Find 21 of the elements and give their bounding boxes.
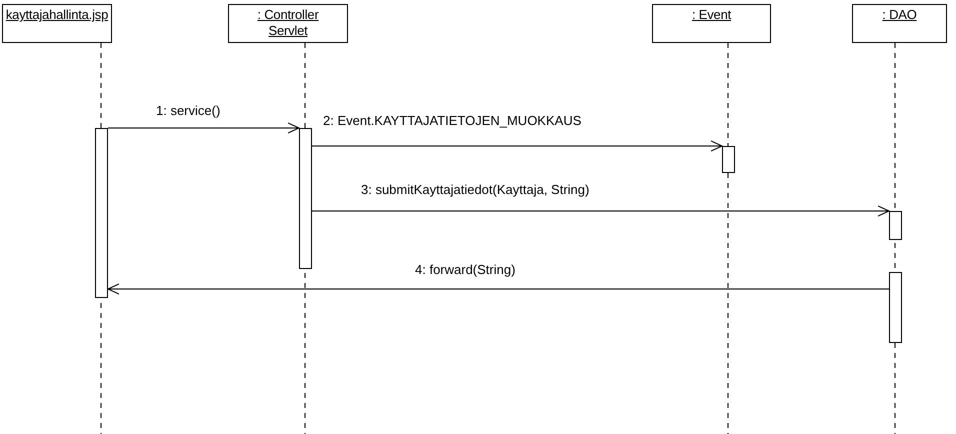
lifeline-head (2, 4, 112, 43)
lifeline-head (652, 4, 771, 43)
message-label: 4: forward(String) (414, 262, 516, 277)
message-arrow (108, 284, 890, 294)
activation-bar (722, 146, 735, 173)
message-label: 1: service() (155, 103, 222, 118)
activation-bar (95, 128, 108, 298)
activation-bar (299, 128, 312, 269)
message-label: 2: Event.KAYTTAJATIETOJEN_MUOKKAUS (322, 113, 582, 128)
message-arrow (312, 140, 722, 152)
message-arrow (108, 122, 300, 134)
message-arrow (312, 206, 890, 216)
lifeline-head (852, 4, 947, 43)
activation-bar (889, 272, 902, 343)
activation-bar (889, 211, 902, 240)
object-name: : Controller Servlet (256, 7, 320, 39)
message-label: 3: submitKayttajatiedot(Kayttaja, String) (360, 182, 590, 197)
object-name: : DAO (882, 7, 917, 23)
object-name: : Event (692, 7, 732, 23)
object-name: kayttajahallinta.jsp (6, 7, 108, 23)
lifeline-head (228, 4, 348, 43)
